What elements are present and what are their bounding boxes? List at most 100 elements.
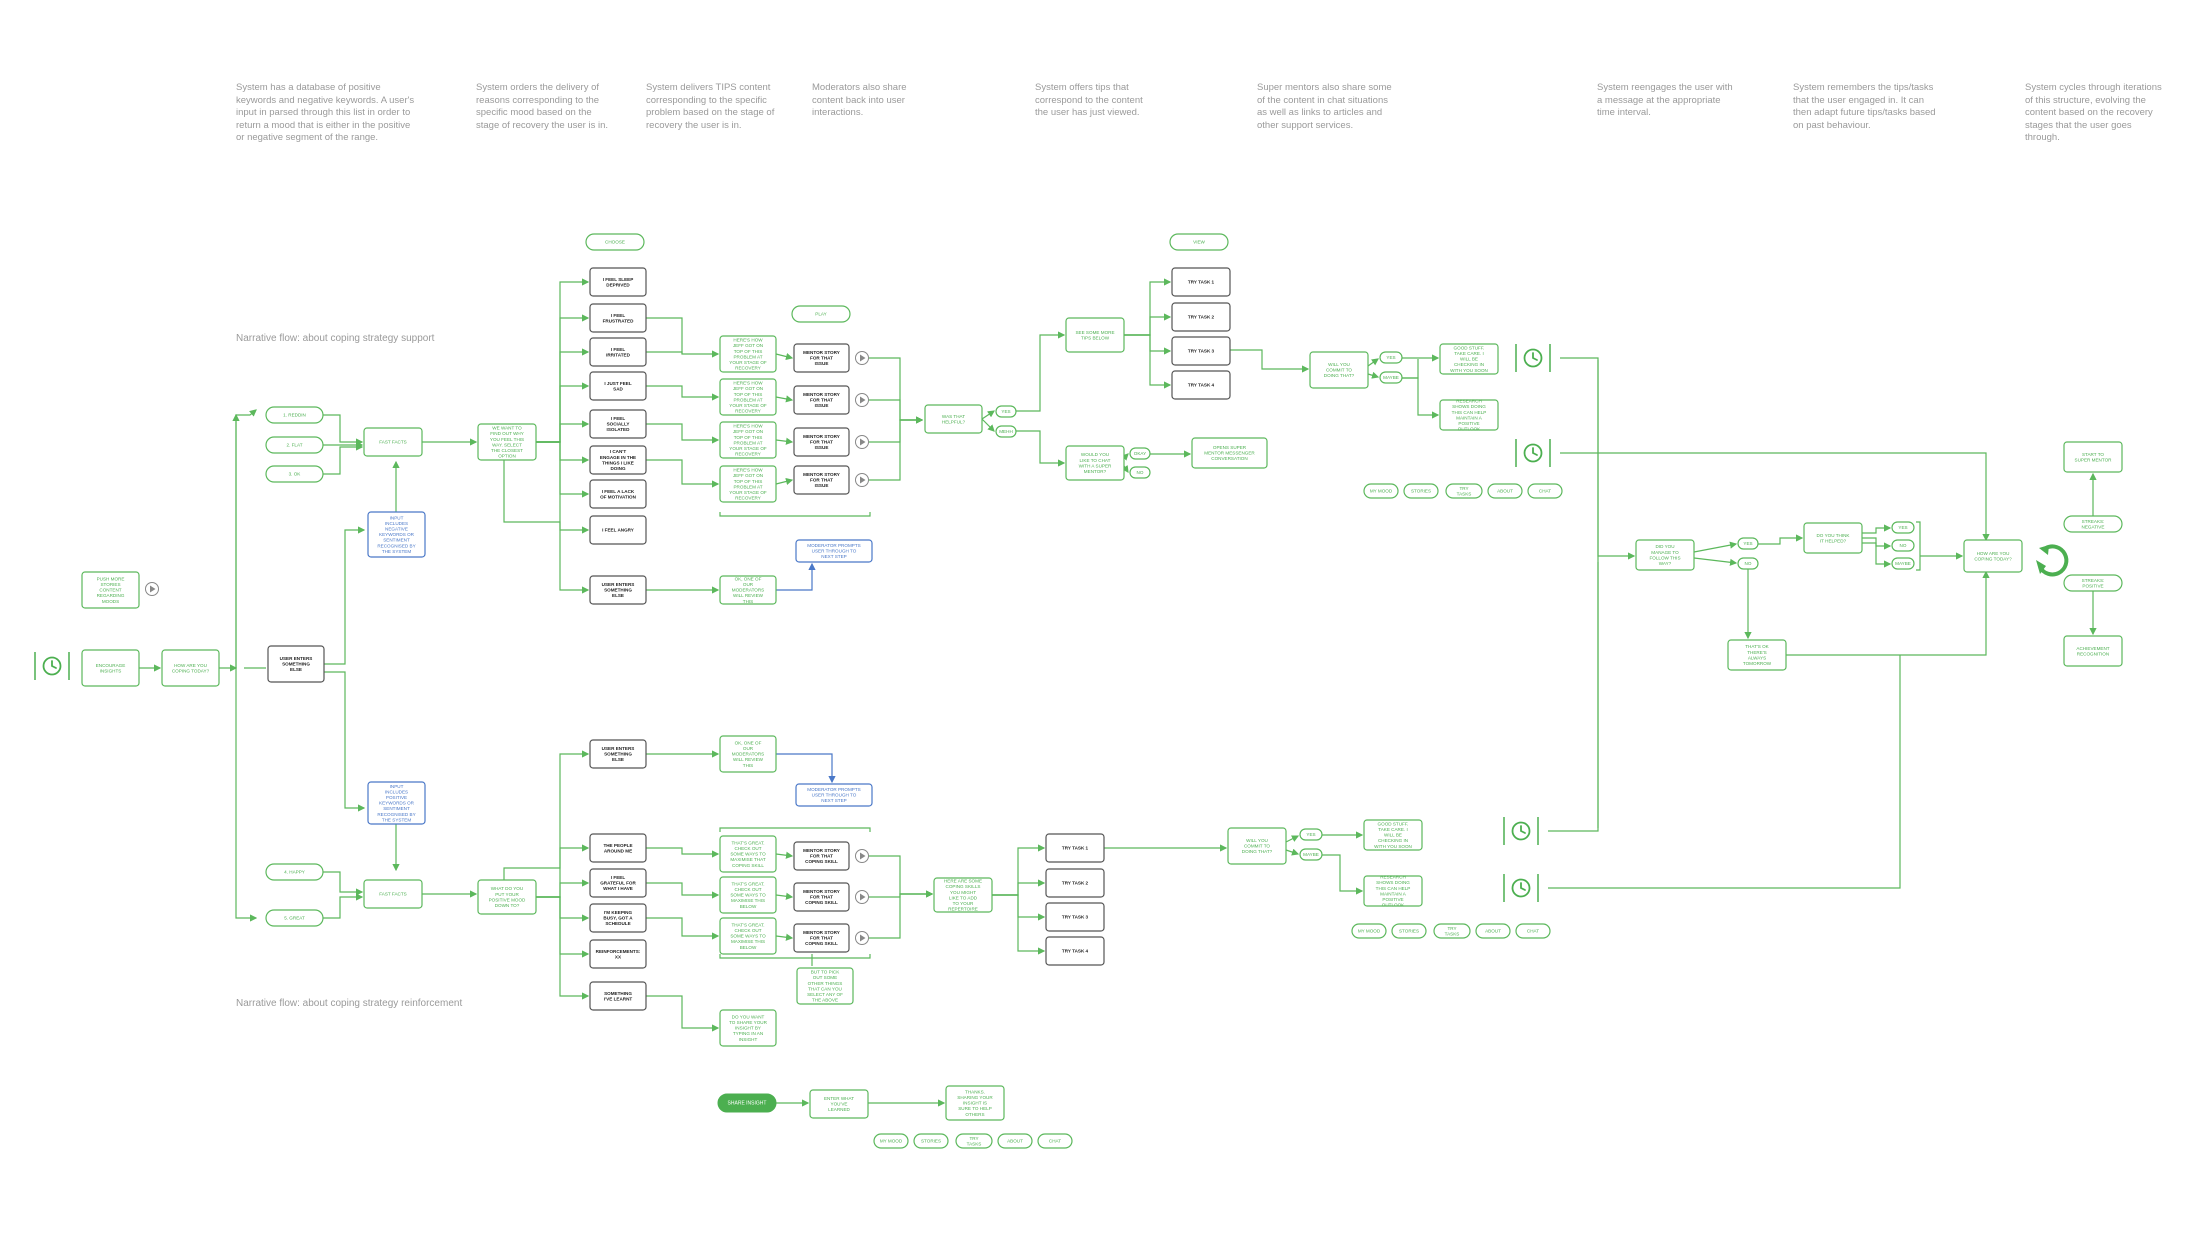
connector bbox=[536, 844, 590, 898]
yes-pill-4-label: YES bbox=[1898, 525, 1907, 530]
connector bbox=[869, 855, 934, 898]
play-icon[interactable] bbox=[855, 393, 869, 407]
play-icon[interactable] bbox=[145, 582, 159, 596]
tab-top-1-label: MY MOOD bbox=[1370, 489, 1393, 494]
connector bbox=[869, 416, 924, 443]
try-task-bottom-2: TRY TASK 2 bbox=[1045, 868, 1105, 898]
tab-share-5-label: CHAT bbox=[1049, 1139, 1061, 1144]
connector bbox=[323, 893, 364, 919]
try-task-bottom-3: TRY TASK 3 bbox=[1045, 902, 1105, 932]
yes-pill-top-label: YES bbox=[1001, 409, 1010, 414]
connector bbox=[719, 954, 871, 959]
play-icon[interactable] bbox=[855, 351, 869, 365]
try-task-top-4-label: TRY TASK 4 bbox=[1188, 383, 1215, 388]
connector bbox=[1016, 430, 1066, 467]
tab-bottom-5: CHAT bbox=[1515, 923, 1551, 939]
fast-facts-top-label: FAST FACTS bbox=[379, 440, 406, 445]
play-icon[interactable] bbox=[855, 931, 869, 945]
connector bbox=[503, 460, 590, 594]
yes-pill-top: YES bbox=[995, 405, 1017, 418]
play-icon[interactable] bbox=[855, 435, 869, 449]
no-pill-top-label: NO bbox=[1137, 470, 1144, 475]
connector bbox=[1124, 334, 1172, 389]
play-icon[interactable] bbox=[855, 849, 869, 863]
connector bbox=[1016, 331, 1066, 412]
mood-option-4-label: 4. HAPPY bbox=[284, 870, 305, 875]
connector bbox=[1916, 521, 1921, 571]
tab-bottom-4-label: ABOUT bbox=[1485, 929, 1501, 934]
connector bbox=[536, 441, 590, 498]
connector bbox=[1786, 570, 1990, 656]
connector bbox=[536, 896, 590, 922]
play-icon[interactable] bbox=[855, 890, 869, 904]
maybe-pill-5-label: MAYBE bbox=[1303, 852, 1319, 857]
feeling-option-8: I FEEL ANGRY bbox=[589, 515, 647, 545]
clock-icon-bottom-2 bbox=[1503, 874, 1539, 902]
tab-top-5: CHAT bbox=[1527, 483, 1563, 499]
choose-pill-label: CHOOSE bbox=[605, 240, 625, 245]
connector bbox=[646, 459, 720, 488]
connector bbox=[1230, 349, 1310, 373]
tab-bottom-2: STORIES bbox=[1391, 923, 1427, 939]
play-icon[interactable] bbox=[855, 473, 869, 487]
connector bbox=[1367, 371, 1380, 379]
connector bbox=[536, 879, 590, 898]
tab-bottom-1-label: MY MOOD bbox=[1358, 929, 1381, 934]
yes-pill-5: YES bbox=[1299, 828, 1323, 841]
okay-pill-label: OKAY bbox=[1134, 451, 1146, 456]
maybe-pill-4: MAYBE bbox=[1891, 557, 1915, 570]
connector bbox=[646, 847, 720, 858]
clock-icon-top-2 bbox=[1515, 439, 1551, 467]
yes-pill-3: YES bbox=[1737, 537, 1759, 550]
yes-pill-2: YES bbox=[1379, 351, 1403, 364]
connector bbox=[1367, 358, 1379, 367]
connector bbox=[646, 995, 720, 1032]
no-pill-4-label: NO bbox=[1900, 543, 1907, 548]
connector bbox=[536, 441, 590, 464]
clock-icon-bottom-1 bbox=[1503, 817, 1539, 845]
connector bbox=[992, 879, 1046, 896]
connector bbox=[1862, 537, 1892, 550]
connector bbox=[235, 409, 257, 668]
